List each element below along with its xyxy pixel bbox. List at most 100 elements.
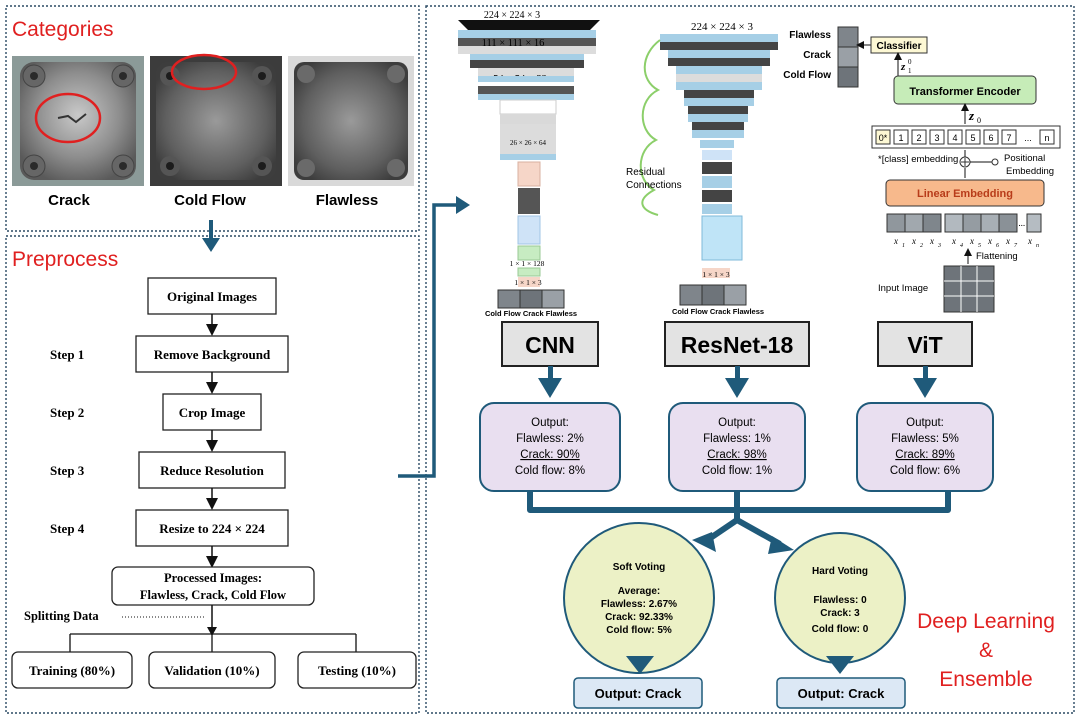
hard-voting-arrowhead <box>768 536 794 554</box>
vit-z-top-sup: 0 <box>908 58 912 66</box>
soft-voting-result-box <box>573 677 703 709</box>
positional-label-line1: Positional <box>1004 153 1045 164</box>
residual-label-line1: Residual <box>626 167 665 178</box>
resnet-output-coldflow: Cold flow: 1% <box>702 465 772 477</box>
vit-output-crack: Crack: 89% <box>895 449 954 461</box>
cnn-dim-26: 26 × 26 × 64 <box>510 139 546 147</box>
vit-class-coldflow: Cold Flow <box>783 70 831 81</box>
vit-z0: z <box>968 108 975 123</box>
cnn-output-coldflow: Cold flow: 8% <box>515 465 585 477</box>
svg-text:2: 2 <box>916 133 921 143</box>
preprocess-title: Preprocess <box>12 248 118 271</box>
categories-to-preprocess-arrowhead <box>202 238 220 252</box>
svg-text:7: 7 <box>1014 243 1018 249</box>
cnn-architecture: 224 × 224 × 3 111 × 111 × 16 54 × 54 × 3… <box>458 10 600 318</box>
svg-text:x: x <box>911 236 916 246</box>
svg-text:0*: 0* <box>879 133 888 143</box>
processed-images-box <box>111 566 315 606</box>
soft-voting-circle <box>563 522 715 674</box>
cold-flow-sample-image <box>150 53 282 186</box>
ensemble-merge-connector <box>527 491 951 547</box>
flattening-label: Flattening <box>976 251 1018 262</box>
resnet-output-crack: Crack: 98% <box>707 449 766 461</box>
svg-text:1: 1 <box>902 243 905 249</box>
crop-image-label: Crop Image <box>179 405 246 420</box>
svg-text:x: x <box>969 236 974 246</box>
hard-voting-flawless: Flawless: 0 <box>813 595 867 606</box>
resnet-output-title: Output: <box>718 417 756 429</box>
dl-title-line2: & <box>979 639 993 662</box>
step3-label: Step 3 <box>50 463 85 478</box>
vit-model-label: ViT <box>907 332 942 358</box>
svg-text:3: 3 <box>934 133 939 143</box>
cnn-dim-3: 1 × 1 × 3 <box>514 278 541 287</box>
residual-label-line2: Connections <box>626 180 682 191</box>
remove-background-box <box>135 335 289 373</box>
residual-connection-curves <box>639 39 661 216</box>
svg-text:6: 6 <box>988 133 993 143</box>
preprocess-frame <box>5 235 420 714</box>
categories-title: Categories <box>12 18 114 41</box>
soft-voting-crack: Crack: 92.33% <box>605 612 673 623</box>
reduce-resolution-label: Reduce Resolution <box>160 463 264 478</box>
preprocess-to-models-connector <box>398 203 458 478</box>
svg-text:7: 7 <box>1006 133 1011 143</box>
input-image-label: Input Image <box>878 283 928 294</box>
step1-label: Step 1 <box>50 347 84 362</box>
svg-text:4: 4 <box>952 133 957 143</box>
cold-flow-category-label: Cold Flow <box>174 192 246 209</box>
crack-category-label: Crack <box>48 192 90 209</box>
processed-images-line2: Flawless, Crack, Cold Flow <box>140 588 286 602</box>
svg-text:x: x <box>1027 236 1032 246</box>
deep-learning-frame <box>425 5 1075 714</box>
preprocess-to-models-arrowhead <box>456 196 470 214</box>
svg-text:6: 6 <box>996 243 999 249</box>
soft-voting-coldflow: Cold flow: 5% <box>606 625 672 636</box>
vit-z-top: z <box>900 61 906 73</box>
svg-text:1: 1 <box>898 133 903 143</box>
soft-voting-arrowhead <box>692 532 716 552</box>
splitting-data-label: Splitting Data <box>24 609 99 623</box>
testing-label: Testing (10%) <box>318 663 396 678</box>
soft-voting-average: Average: <box>618 586 660 597</box>
soft-voting-flawless: Flawless: 2.67% <box>601 599 677 610</box>
linear-embedding-label: Linear Embedding <box>917 188 1013 200</box>
preprocess-flowchart: Original Images Step 1 Remove Background… <box>11 277 417 689</box>
svg-text:5: 5 <box>970 133 975 143</box>
step4-label: Step 4 <box>50 521 85 536</box>
cnn-output-flawless: Flawless: 2% <box>516 433 584 445</box>
step2-label: Step 2 <box>50 405 84 420</box>
remove-background-label: Remove Background <box>154 347 271 362</box>
cnn-output-crack: Crack: 90% <box>520 449 579 461</box>
vit-class-crack: Crack <box>803 50 831 61</box>
svg-text:2: 2 <box>920 243 923 249</box>
svg-text:3: 3 <box>937 243 941 249</box>
resnet-model-box <box>664 321 810 367</box>
testing-box <box>297 651 417 689</box>
cnn-output-box <box>479 402 621 492</box>
svg-text:5: 5 <box>978 243 981 249</box>
resnet-class-labels: Cold Flow Crack Flawless <box>672 307 764 316</box>
resnet-dim-3: 1 × 1 × 3 <box>702 270 729 279</box>
hard-voting-coldflow: Cold flow: 0 <box>812 624 869 635</box>
vit-architecture: Flawless Crack Cold Flow Classifier z 0 … <box>783 26 1061 313</box>
svg-text:...: ... <box>1019 218 1026 228</box>
vit-output-coldflow: Cold flow: 6% <box>890 465 960 477</box>
svg-text:x: x <box>893 236 898 246</box>
svg-text:n: n <box>1036 243 1039 249</box>
resize-label: Resize to 224 × 224 <box>159 521 265 536</box>
resnet-dim-input: 224 × 224 × 3 <box>691 21 753 33</box>
hard-voting-result-box <box>776 677 906 709</box>
cnn-dim-111: 111 × 111 × 16 <box>482 38 545 49</box>
positional-label-line2: Embedding <box>1006 166 1054 177</box>
soft-final-arrowhead <box>626 656 654 674</box>
cold-flow-marker-ellipse <box>170 53 238 91</box>
hard-voting-title: Hard Voting <box>812 566 868 577</box>
resnet-model-label: ResNet-18 <box>681 332 794 358</box>
linear-embedding-box <box>885 179 1045 207</box>
transformer-encoder-label: Transformer Encoder <box>909 86 1021 98</box>
original-images-label: Original Images <box>167 289 257 304</box>
class-embedding-label: *[class] embedding <box>878 154 958 165</box>
svg-text:4: 4 <box>960 242 963 249</box>
